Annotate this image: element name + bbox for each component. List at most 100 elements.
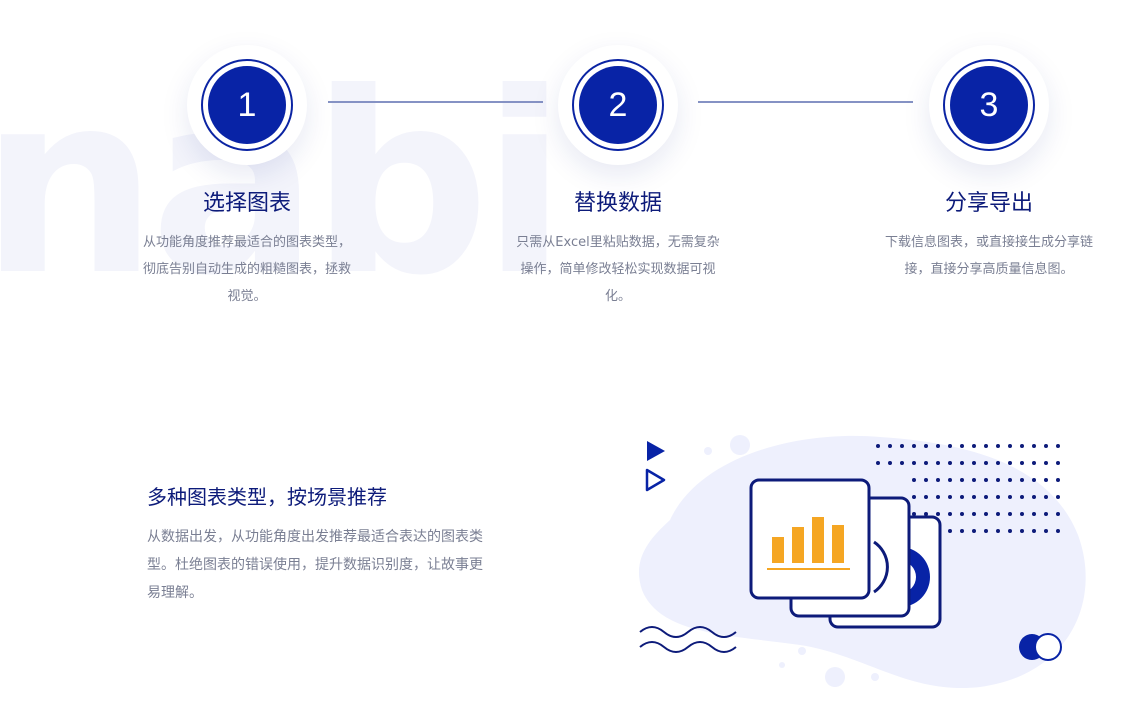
grid-dot <box>960 444 964 448</box>
grid-dot <box>1008 444 1012 448</box>
grid-dot <box>972 444 976 448</box>
grid-dot <box>876 444 880 448</box>
grid-dot <box>1020 461 1024 465</box>
bar-chart-bar <box>792 527 804 563</box>
decor-dot <box>730 435 750 455</box>
grid-dot <box>1032 495 1036 499</box>
grid-dot <box>912 444 916 448</box>
grid-dot <box>960 478 964 482</box>
grid-dot <box>960 461 964 465</box>
grid-dot <box>996 478 1000 482</box>
grid-dot <box>924 444 928 448</box>
grid-dot <box>1008 461 1012 465</box>
wave-line <box>639 641 737 653</box>
step-2-number: 2 <box>579 66 657 144</box>
step-3-title: 分享导出 <box>944 191 1033 216</box>
grid-dot <box>1032 478 1036 482</box>
step-2-description: 只需从Excel里粘贴数据，无需复杂操作，简单修改轻松实现数据可视化。 <box>516 235 720 304</box>
grid-dot <box>1032 512 1036 516</box>
decor-dot <box>825 667 845 687</box>
grid-dot <box>1044 478 1048 482</box>
step-1-badge-ring: 1 <box>201 59 293 151</box>
grid-dot <box>1032 444 1036 448</box>
grid-dot <box>912 495 916 499</box>
grid-dot <box>996 512 1000 516</box>
grid-dot <box>936 461 940 465</box>
step-1: 1 选择图表 从功能角度推荐最适合的图表类型，彻底告别自动生成的粗糙图表，拯救视… <box>127 45 367 310</box>
grid-dot <box>924 512 928 516</box>
grid-dot <box>924 478 928 482</box>
grid-dot <box>972 478 976 482</box>
grid-dot <box>1020 512 1024 516</box>
grid-dot <box>1032 529 1036 533</box>
grid-dot <box>972 529 976 533</box>
grid-dot <box>996 529 1000 533</box>
dot-grid <box>876 444 1060 533</box>
feature-heading: 多种图表类型，按场景推荐 <box>147 485 387 509</box>
grid-dot <box>948 529 952 533</box>
grid-dot <box>960 495 964 499</box>
grid-dot <box>912 512 916 516</box>
decor-dot <box>704 447 712 455</box>
grid-dot <box>972 512 976 516</box>
wave-line <box>639 626 737 638</box>
toggle-switch-icon <box>1019 633 1062 661</box>
grid-dot <box>996 495 1000 499</box>
grid-dot <box>888 461 892 465</box>
grid-dot <box>912 478 916 482</box>
bar-chart-bar <box>832 525 844 563</box>
grid-dot <box>1056 478 1060 482</box>
grid-dot <box>936 495 940 499</box>
grid-dot <box>960 529 964 533</box>
grid-dot <box>1044 444 1048 448</box>
play-triangle-outline-icon <box>645 468 666 492</box>
chart-types-illustration <box>638 435 1086 689</box>
grid-dot <box>984 444 988 448</box>
grid-dot <box>1056 529 1060 533</box>
step-3-badge-ring: 3 <box>943 59 1035 151</box>
step-3: 3 分享导出 下载信息图表，或直接接生成分享链接，直接分享高质量信息图。 <box>869 45 1109 283</box>
decor-dot <box>779 662 785 668</box>
grid-dot <box>1020 444 1024 448</box>
grid-dot <box>1044 461 1048 465</box>
grid-dot <box>1008 478 1012 482</box>
grid-dot <box>1044 495 1048 499</box>
bar-chart-bars <box>772 517 844 563</box>
grid-dot <box>1044 512 1048 516</box>
step-3-number: 3 <box>950 66 1028 144</box>
grid-dot <box>1056 512 1060 516</box>
play-triangle-filled-icon <box>647 441 665 461</box>
grid-dot <box>900 461 904 465</box>
step-3-description: 下载信息图表，或直接接生成分享链接，直接分享高质量信息图。 <box>884 235 1093 277</box>
step-connector-2-3 <box>698 101 913 103</box>
decor-dot <box>871 673 879 681</box>
decor-dot <box>798 647 806 655</box>
grid-dot <box>984 529 988 533</box>
grid-dot <box>1056 444 1060 448</box>
grid-dot <box>1044 529 1048 533</box>
steps-section: 1 选择图表 从功能角度推荐最适合的图表类型，彻底告别自动生成的粗糙图表，拯救视… <box>0 0 1135 330</box>
bar-chart-card <box>749 478 871 600</box>
step-1-number: 1 <box>208 66 286 144</box>
grid-dot <box>936 512 940 516</box>
grid-dot <box>1020 529 1024 533</box>
grid-dot <box>888 444 892 448</box>
grid-dot <box>900 444 904 448</box>
grid-dot <box>960 512 964 516</box>
grid-dot <box>984 461 988 465</box>
grid-dot <box>984 512 988 516</box>
grid-dot <box>948 461 952 465</box>
grid-dot <box>948 495 952 499</box>
grid-dot <box>1020 495 1024 499</box>
grid-dot <box>996 461 1000 465</box>
grid-dot <box>1032 461 1036 465</box>
step-2-badge-ring: 2 <box>572 59 664 151</box>
grid-dot <box>972 495 976 499</box>
step-3-badge-halo: 3 <box>929 45 1049 165</box>
grid-dot <box>1056 495 1060 499</box>
grid-dot <box>948 478 952 482</box>
step-1-description: 从功能角度推荐最适合的图表类型，彻底告别自动生成的粗糙图表，拯救视觉。 <box>142 235 351 304</box>
grid-dot <box>1056 461 1060 465</box>
grid-dot <box>972 461 976 465</box>
